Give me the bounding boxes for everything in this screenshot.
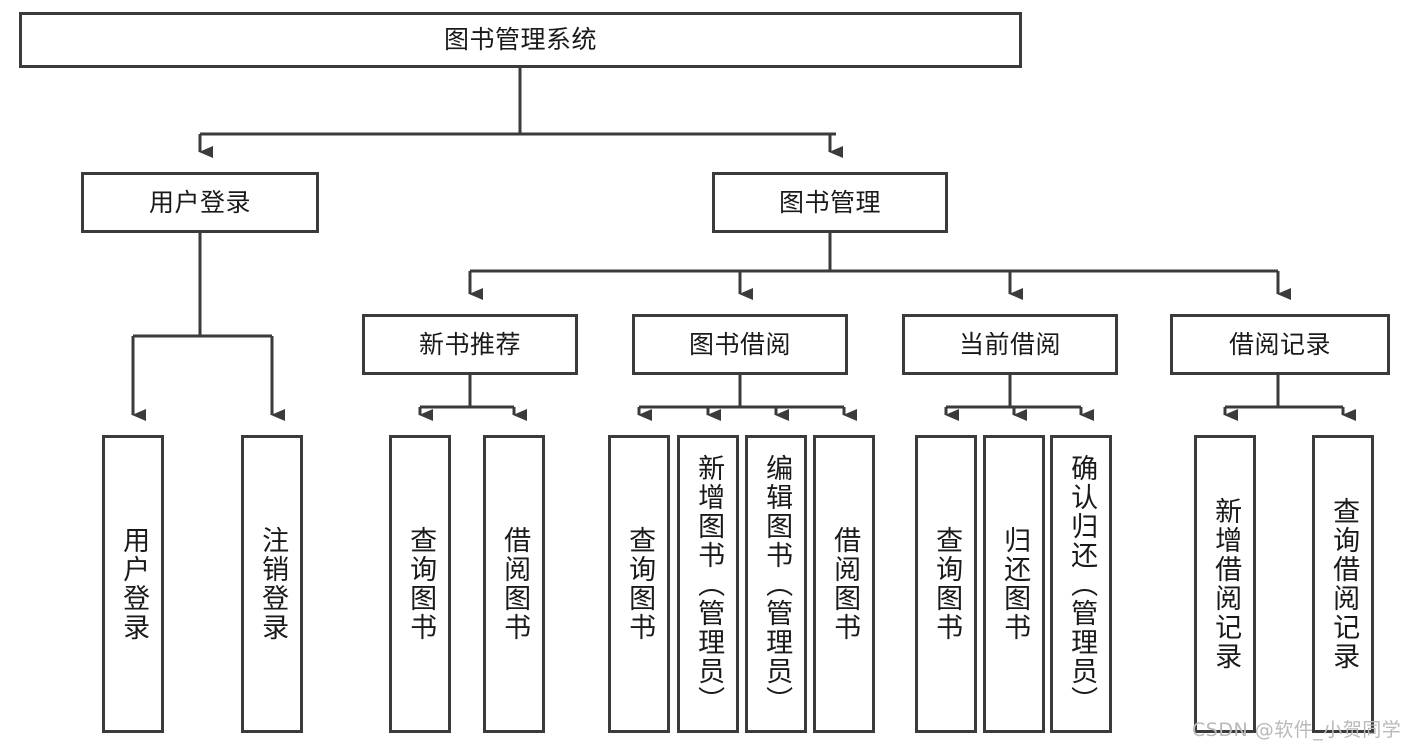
node-borrow-record[interactable]: 借阅记录 [1170, 314, 1390, 375]
node-leaf-borrow-book-label: 借阅图书 [829, 526, 861, 642]
node-leaf-return-book[interactable]: 归还图书 [983, 435, 1045, 733]
node-leaf-query-book-recommend-label: 查询图书 [405, 526, 437, 642]
node-leaf-query-book-current[interactable]: 查询图书 [915, 435, 977, 733]
node-leaf-return-book-label: 归还图书 [999, 526, 1031, 642]
node-leaf-query-book-recommend[interactable]: 查询图书 [389, 435, 451, 733]
node-new-book-recommend-label: 新书推荐 [418, 329, 521, 359]
node-leaf-edit-book-label: 编辑图书（管理员） [761, 453, 793, 715]
node-book-borrow[interactable]: 图书借阅 [632, 314, 848, 375]
node-borrow-record-label: 借阅记录 [1228, 329, 1331, 359]
node-leaf-add-book-label: 新增图书（管理员） [693, 453, 725, 715]
node-leaf-user-logout[interactable]: 注销登录 [241, 435, 303, 733]
node-leaf-borrow-book-recommend-label: 借阅图书 [499, 526, 531, 642]
node-leaf-add-borrow-record[interactable]: 新增借阅记录 [1194, 435, 1256, 733]
node-leaf-query-borrow-record-label: 查询借阅记录 [1328, 497, 1360, 671]
node-root-label: 图书管理系统 [443, 25, 597, 55]
node-current-borrow[interactable]: 当前借阅 [902, 314, 1118, 375]
node-user-login-label: 用户登录 [148, 187, 251, 217]
node-leaf-query-book-borrow[interactable]: 查询图书 [608, 435, 670, 733]
node-new-book-recommend[interactable]: 新书推荐 [362, 314, 578, 375]
csdn-watermark: CSDN @软件_小贺同学 [1192, 719, 1402, 741]
node-book-management[interactable]: 图书管理 [712, 172, 948, 233]
node-leaf-add-book[interactable]: 新增图书（管理员） [677, 435, 739, 733]
node-leaf-query-borrow-record[interactable]: 查询借阅记录 [1312, 435, 1374, 733]
node-leaf-add-borrow-record-label: 新增借阅记录 [1210, 497, 1242, 671]
node-leaf-query-book-current-label: 查询图书 [931, 526, 963, 642]
node-leaf-user-login[interactable]: 用户登录 [102, 435, 164, 733]
node-leaf-query-book-borrow-label: 查询图书 [624, 526, 656, 642]
node-root-book-management-system[interactable]: 图书管理系统 [19, 12, 1022, 68]
node-book-borrow-label: 图书借阅 [688, 329, 791, 359]
node-leaf-confirm-return-label: 确认归还（管理员） [1066, 453, 1098, 715]
node-leaf-borrow-book[interactable]: 借阅图书 [813, 435, 875, 733]
node-leaf-borrow-book-recommend[interactable]: 借阅图书 [483, 435, 545, 733]
node-book-management-label: 图书管理 [778, 187, 881, 217]
node-leaf-user-login-label: 用户登录 [118, 526, 150, 642]
node-current-borrow-label: 当前借阅 [958, 329, 1061, 359]
node-leaf-confirm-return[interactable]: 确认归还（管理员） [1050, 435, 1112, 733]
node-leaf-edit-book[interactable]: 编辑图书（管理员） [745, 435, 807, 733]
node-leaf-user-logout-label: 注销登录 [257, 526, 289, 642]
node-user-login[interactable]: 用户登录 [81, 172, 319, 233]
